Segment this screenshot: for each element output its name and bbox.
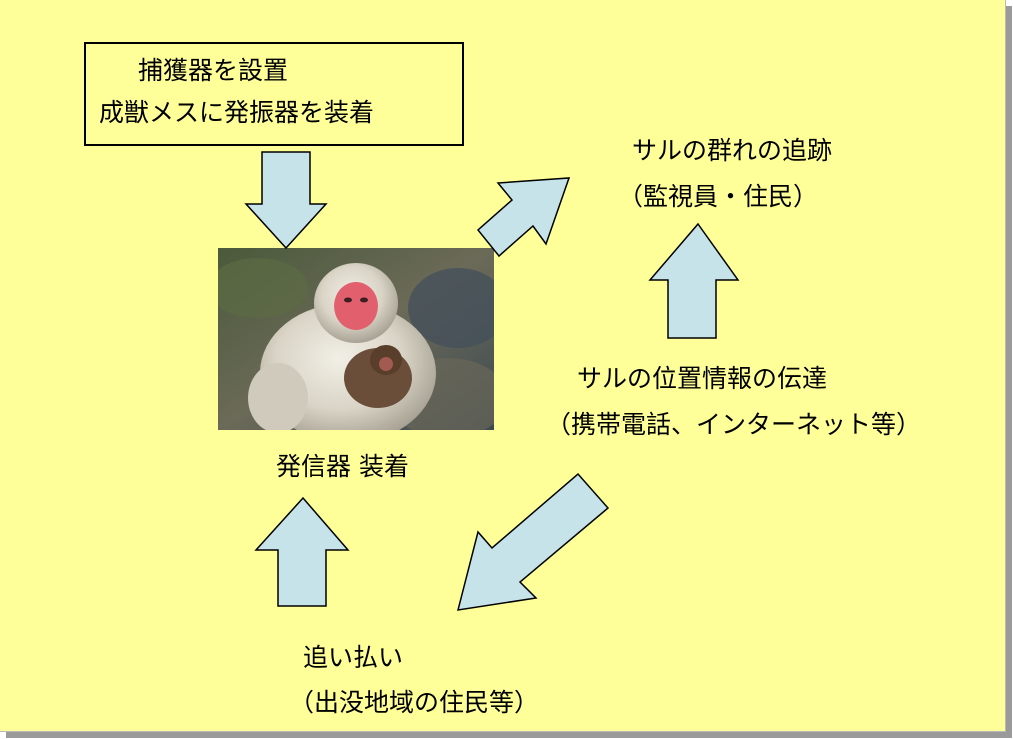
repel-title: 追い払い — [303, 643, 404, 672]
down-left-arrow — [456, 472, 610, 611]
capture-line-2: 成獣メスに発振器を装着 — [99, 98, 375, 127]
tracking-title: サルの群れの追跡 — [632, 136, 833, 165]
capture-line-1: 捕獲器を設置 — [138, 56, 289, 85]
capture-box: 捕獲器を設置 成獣メスに発振器を装着 — [84, 42, 464, 146]
location-info-subtitle: （携帯電話、インターネット等） — [546, 410, 922, 439]
tracking-subtitle: （監視員・住民） — [618, 182, 819, 211]
repel-subtitle: （出没地域の住民等） — [289, 688, 540, 717]
up-arrow — [648, 222, 740, 339]
transmitter-caption: 発信器 装着 — [276, 452, 409, 481]
repel-up-arrow — [254, 496, 350, 607]
up-right-arrow — [476, 177, 571, 258]
monkey-photo — [218, 248, 494, 430]
down-arrow — [244, 151, 328, 250]
location-info-title: サルの位置情報の伝達 — [577, 364, 828, 393]
